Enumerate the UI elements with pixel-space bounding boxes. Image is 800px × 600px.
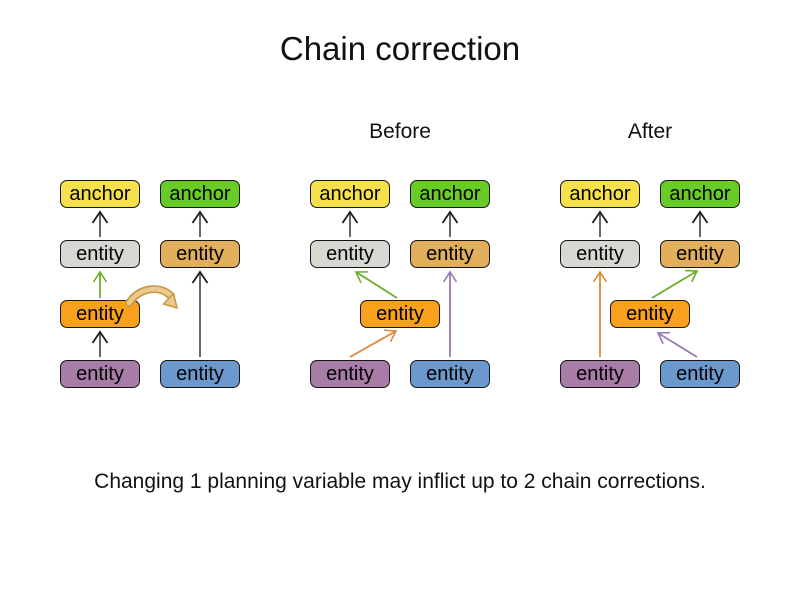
entity-box: entity — [410, 240, 490, 268]
panel-label-before: Before — [369, 120, 431, 143]
entity-box: entity — [660, 360, 740, 388]
entity-box: entity — [560, 240, 640, 268]
entity-box: entity — [360, 300, 440, 328]
anchor-box: anchor — [660, 180, 740, 208]
entity-box: entity — [60, 300, 140, 328]
entity-box: entity — [660, 240, 740, 268]
entity-box: entity — [410, 360, 490, 388]
changed-chain-arrow-green — [651, 269, 699, 299]
changed-chain-arrow-green — [354, 271, 398, 299]
entity-box: entity — [310, 360, 390, 388]
entity-box: entity — [610, 300, 690, 328]
anchor-box: anchor — [560, 180, 640, 208]
panel-label-after: After — [627, 120, 673, 143]
anchor-box: anchor — [160, 180, 240, 208]
entity-box: entity — [560, 360, 640, 388]
anchor-box: anchor — [410, 180, 490, 208]
entity-box: entity — [60, 240, 140, 268]
page-title: Chain correction — [279, 30, 521, 67]
entity-box: entity — [310, 240, 390, 268]
entity-box: entity — [60, 360, 140, 388]
entity-box: entity — [160, 360, 240, 388]
changed-chain-arrow-purple — [656, 331, 698, 358]
caption-text: Changing 1 planning variable may inflict… — [94, 470, 706, 493]
anchor-box: anchor — [60, 180, 140, 208]
changed-chain-arrow-orange — [349, 329, 398, 358]
anchor-box: anchor — [310, 180, 390, 208]
entity-box: entity — [160, 240, 240, 268]
